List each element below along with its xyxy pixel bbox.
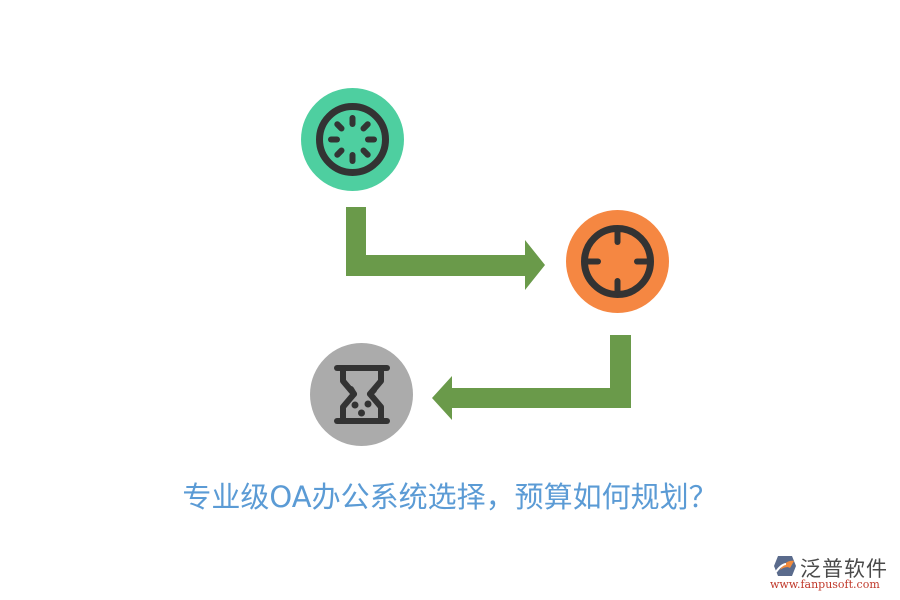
arrow-step1-to-step2: [346, 207, 545, 290]
fanpu-logo-icon: [774, 556, 796, 576]
step-3-circle: [310, 343, 413, 446]
crosshair-target-icon: [581, 225, 654, 298]
page-title: 专业级OA办公系统选择，预算如何规划？: [182, 480, 718, 514]
step-2-circle: [566, 210, 669, 313]
step-1-circle: [301, 88, 404, 191]
logo-url: www.fanpusoft.com: [770, 578, 880, 591]
loading-spinner-icon: [316, 103, 389, 176]
hourglass-icon: [334, 365, 390, 424]
brand-logo: 泛普软件 www.fanpusoft.com: [768, 553, 892, 593]
logo-name: 泛普软件: [800, 557, 888, 581]
arrow-step2-to-step3: [432, 335, 631, 420]
